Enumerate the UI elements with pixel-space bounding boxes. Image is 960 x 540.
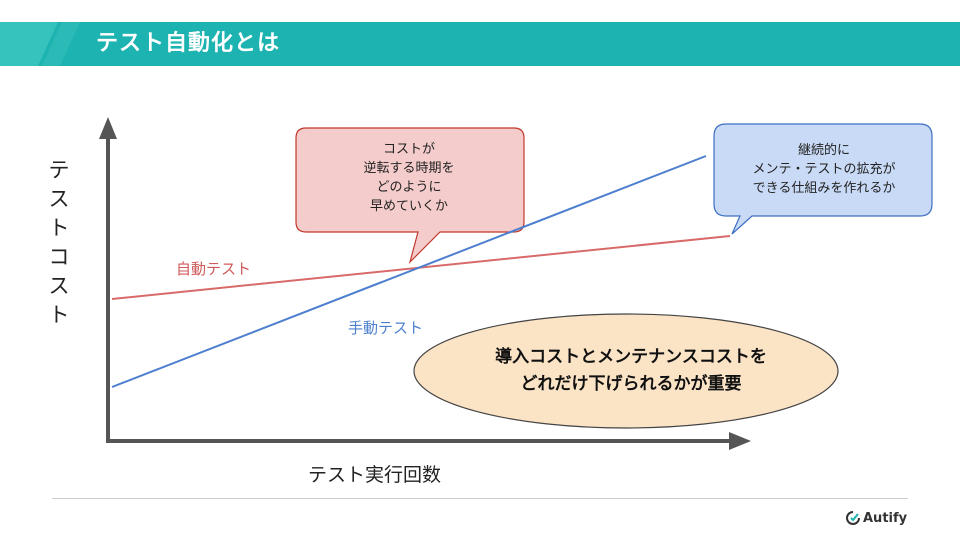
callout-right-bubble [713, 123, 933, 235]
callout-right-line: できる仕組みを作れるか [752, 181, 896, 196]
manual-test-line [111, 155, 707, 388]
y-axis-label-char: コ [48, 245, 70, 269]
x-axis-label: テスト実行回数 [308, 464, 442, 486]
y-axis-label-char: ト [48, 216, 70, 240]
y-axis-label: テストコスト [44, 156, 74, 330]
y-axis-label-char: ス [48, 187, 70, 211]
key-point-ellipse [413, 313, 839, 429]
manual-test-label: 手動テスト [348, 319, 424, 337]
x-axis-arrow-icon [729, 432, 751, 450]
callout-right-line: メンテ・テストの拡充が [752, 162, 896, 177]
autify-logo-icon [846, 511, 860, 525]
y-axis-label-char: テ [48, 158, 70, 182]
callout-left-text: コストが 逆転する時期を どのように 早めていくか [300, 140, 518, 216]
autify-logo: Autify [846, 508, 907, 528]
callout-left-line: コストが [382, 142, 435, 157]
callout-left-line: 逆転する時期を [363, 161, 455, 176]
footer-divider [52, 498, 908, 499]
header-chevron-icon [0, 22, 80, 66]
callout-left-line: どのように [376, 180, 442, 195]
auto-test-label: 自動テスト [176, 260, 252, 278]
callout-right-line: 継続的に [797, 143, 850, 158]
callout-left-bubble [295, 127, 525, 265]
key-point-text: 導入コストとメンテナンスコストを どれだけ下げられるかが重要 [416, 344, 846, 398]
page-title: テスト自動化とは [96, 31, 281, 56]
callout-right-text: 継続的に メンテ・テストの拡充が できる仕組みを作れるか [718, 141, 930, 198]
y-axis-label-char: ト [48, 303, 70, 327]
callout-left-line: 早めていくか [369, 199, 448, 214]
key-point-line: 導入コストとメンテナンスコストを [495, 347, 767, 367]
y-axis-arrow-icon [99, 117, 117, 139]
y-axis-label-char: ス [48, 274, 70, 298]
logo-text: Autify [863, 510, 908, 526]
key-point-line: どれだけ下げられるかが重要 [520, 374, 742, 394]
header-bar: テスト自動化とは [0, 22, 960, 66]
